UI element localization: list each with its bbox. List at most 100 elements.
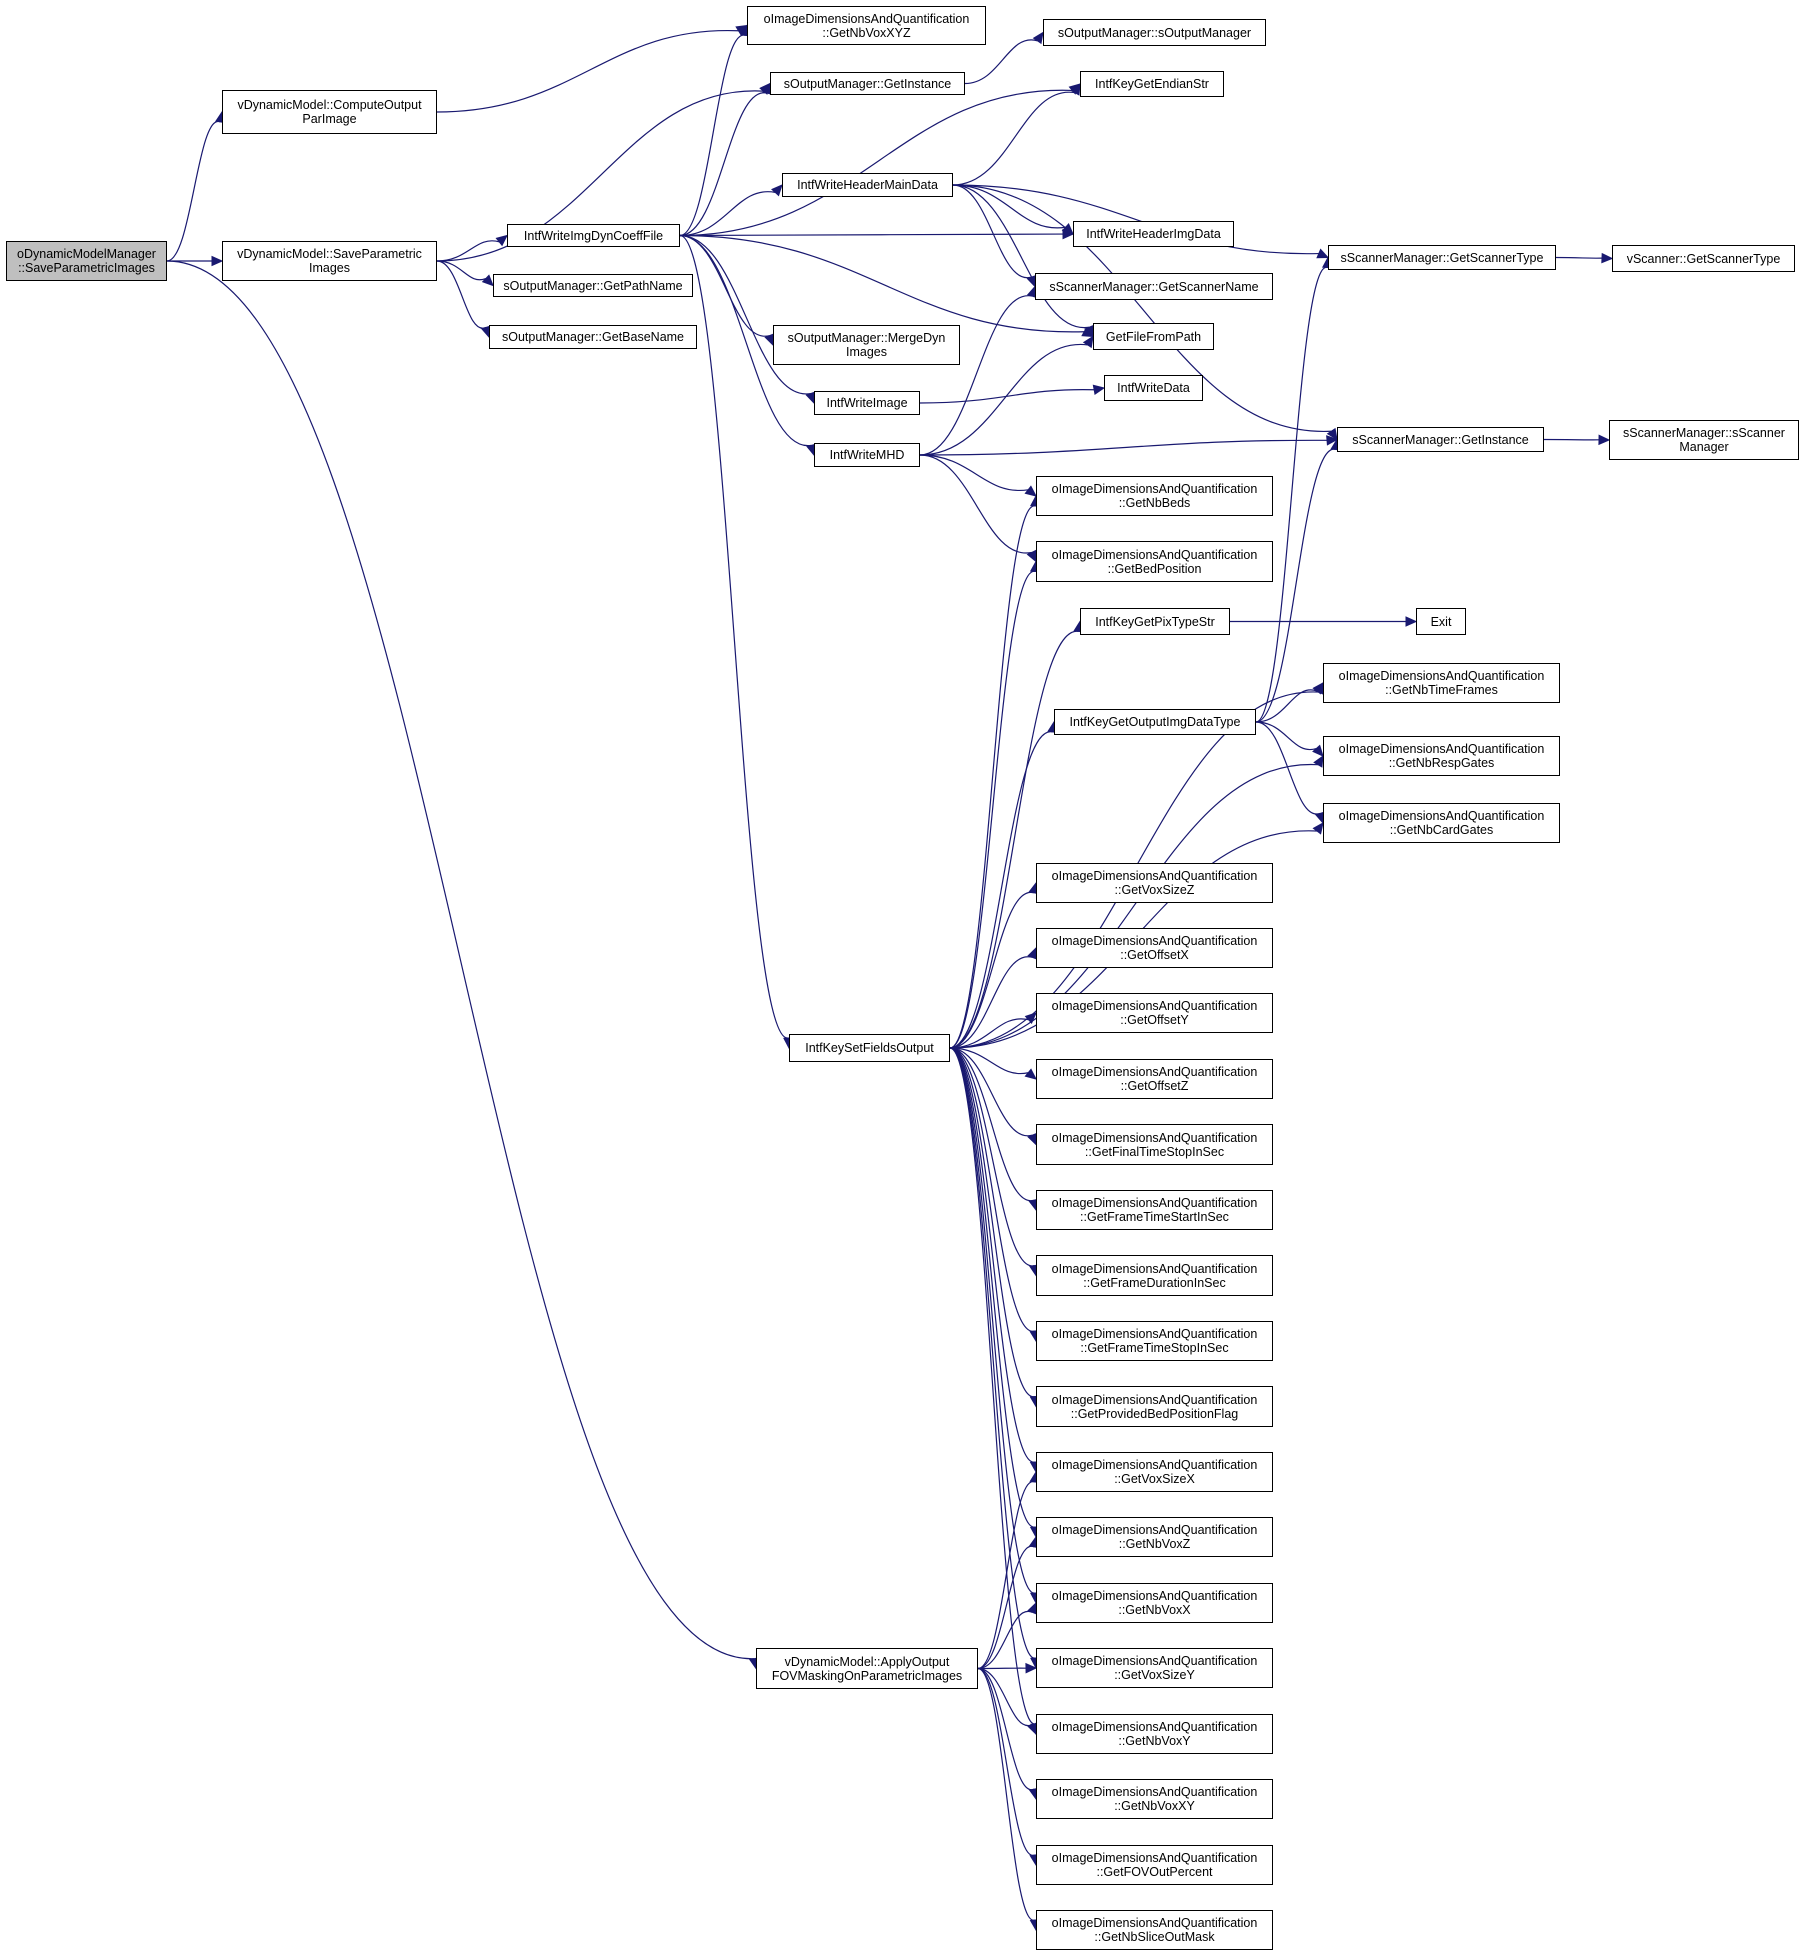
edge-setfields-to-nbvoxx	[949, 1047, 1036, 1594]
node-getfilefrompath[interactable]: GetFileFromPath	[1093, 323, 1214, 350]
node-root[interactable]: oDynamicModelManager::SaveParametricImag…	[6, 241, 167, 281]
node-scannertype[interactable]: sScannerManager::GetScannerType	[1328, 245, 1556, 270]
edge-writemhd-to-smgetinst	[919, 439, 1328, 456]
node-label: ::GetVoxSizeZ	[1114, 883, 1195, 897]
node-label: ::GetFrameTimeStartInSec	[1080, 1210, 1229, 1224]
node-pixtypestr[interactable]: IntfKeyGetPixTypeStr	[1080, 608, 1230, 635]
node-scannername[interactable]: sScannerManager::GetScannerName	[1035, 273, 1273, 300]
node-label: oImageDimensionsAndQuantification	[1051, 1916, 1258, 1930]
edge-hdrmain-to-smgetinst	[952, 184, 1332, 432]
edge-intfwriteimgdyn-to-nbvoxxyz	[679, 34, 746, 237]
node-writedata[interactable]: IntfWriteData	[1104, 375, 1203, 401]
node-nbcardgates[interactable]: oImageDimensionsAndQuantification::GetNb…	[1323, 803, 1560, 843]
edge-arrowhead	[1312, 822, 1324, 835]
node-voxsizey[interactable]: oImageDimensionsAndQuantification::GetVo…	[1036, 1648, 1273, 1688]
node-providedbed[interactable]: oImageDimensionsAndQuantification::GetPr…	[1036, 1386, 1273, 1427]
node-label: oImageDimensionsAndQuantification	[1051, 1327, 1258, 1341]
node-nbvoxxyz[interactable]: oImageDimensionsAndQuantification::GetNb…	[747, 6, 986, 45]
node-writeimage[interactable]: IntfWriteImage	[814, 391, 920, 415]
node-label: oImageDimensionsAndQuantification	[1051, 1654, 1258, 1668]
node-smgetinst[interactable]: sScannerManager::GetInstance	[1337, 427, 1544, 452]
node-offsety[interactable]: oImageDimensionsAndQuantification::GetOf…	[1036, 993, 1273, 1033]
edge-intfwriteimgdyn-to-setfields	[679, 234, 789, 1039]
edge-savepar-to-intfwriteimgdyn	[436, 240, 500, 262]
edge-setfields-to-frametimestart	[949, 1047, 1034, 1201]
node-exit[interactable]: Exit	[1416, 608, 1466, 635]
edge-arrowhead	[1025, 1662, 1038, 1674]
node-label: GetFileFromPath	[1105, 329, 1202, 344]
node-nbrespgates[interactable]: oImageDimensionsAndQuantification::GetNb…	[1323, 736, 1560, 776]
node-voxsizez[interactable]: oImageDimensionsAndQuantification::GetVo…	[1036, 863, 1273, 903]
node-label: oImageDimensionsAndQuantification	[1338, 809, 1545, 823]
edge-outimgdatatype-to-scannertype	[1255, 266, 1328, 723]
node-voxsizex[interactable]: oImageDimensionsAndQuantification::GetVo…	[1036, 1452, 1273, 1492]
edge-setfields-to-nbvoxy	[949, 1047, 1036, 1725]
node-label: ::GetNbVoxY	[1118, 1734, 1191, 1748]
node-label: vDynamicModel::ApplyOutput	[784, 1654, 950, 1669]
node-setfields[interactable]: IntfKeySetFieldsOutput	[789, 1034, 950, 1062]
node-label: sOutputManager::sOutputManager	[1057, 25, 1252, 40]
edge-arrowhead	[1598, 434, 1611, 446]
node-nbtimeframes[interactable]: oImageDimensionsAndQuantification::GetNb…	[1323, 663, 1560, 703]
node-label: oImageDimensionsAndQuantification	[1051, 1851, 1258, 1865]
edge-outimgdatatype-to-nbcardgates	[1255, 721, 1321, 815]
node-endianstr[interactable]: IntfKeyGetEndianStr	[1080, 71, 1224, 97]
node-label: IntfWriteData	[1117, 381, 1190, 395]
node-frametimestop[interactable]: oImageDimensionsAndQuantification::GetFr…	[1036, 1321, 1273, 1361]
node-nbvoxy[interactable]: oImageDimensionsAndQuantification::GetNb…	[1036, 1714, 1273, 1754]
node-omgetinst[interactable]: sOutputManager::GetInstance	[770, 72, 965, 95]
node-label: ::GetVoxSizeX	[1114, 1472, 1195, 1486]
node-label: Images	[846, 345, 887, 359]
node-hdrimg[interactable]: IntfWriteHeaderImgData	[1073, 221, 1234, 247]
node-label: IntfKeyGetOutputImgDataType	[1069, 715, 1241, 729]
node-label: oImageDimensionsAndQuantification	[1338, 669, 1545, 683]
node-label: ::GetNbCardGates	[1389, 823, 1494, 837]
node-offsetx[interactable]: oImageDimensionsAndQuantification::GetOf…	[1036, 928, 1273, 968]
edge-outimgdatatype-to-smgetinst	[1255, 448, 1336, 723]
node-frametimestart[interactable]: oImageDimensionsAndQuantification::GetFr…	[1036, 1190, 1273, 1230]
node-nbvoxx[interactable]: oImageDimensionsAndQuantification::GetNb…	[1036, 1583, 1273, 1623]
edge-intfwriteimgdyn-to-hdrimg	[679, 233, 1064, 237]
node-getbedpos[interactable]: oImageDimensionsAndQuantification::GetBe…	[1036, 541, 1273, 582]
node-nbvoxxy[interactable]: oImageDimensionsAndQuantification::GetNb…	[1036, 1779, 1273, 1819]
node-label: oImageDimensionsAndQuantification	[1051, 869, 1258, 883]
edge-setfields-to-offsety	[949, 1018, 1029, 1049]
node-label: Manager	[1679, 440, 1729, 454]
node-offsetz[interactable]: oImageDimensionsAndQuantification::GetOf…	[1036, 1059, 1273, 1099]
node-finaltimestop[interactable]: oImageDimensionsAndQuantification::GetFi…	[1036, 1124, 1273, 1165]
edge-hdrmain-to-hdrimg	[952, 184, 1066, 229]
edge-applyout-to-voxsizex	[977, 1481, 1035, 1670]
node-outimgdatatype[interactable]: IntfKeyGetOutputImgDataType	[1054, 709, 1256, 735]
edge-arrowhead	[1032, 31, 1044, 45]
edge-setfields-to-voxsizey	[949, 1047, 1036, 1659]
node-getpathname[interactable]: sOutputManager::GetPathName	[493, 274, 693, 297]
node-somctor[interactable]: sOutputManager::sOutputManager	[1043, 19, 1266, 46]
node-label: ::GetNbVoxXYZ	[822, 25, 911, 40]
edge-applyout-to-nbvoxx	[977, 1610, 1033, 1670]
node-label: ::GetNbBeds	[1118, 496, 1191, 510]
edge-setfields-to-nbvoxz	[949, 1047, 1036, 1528]
node-vscannertype[interactable]: vScanner::GetScannerType	[1612, 245, 1795, 272]
node-label: ParImage	[302, 112, 357, 126]
node-intfwriteimgdyn[interactable]: IntfWriteImgDynCoeffFile	[507, 224, 680, 247]
node-label: ::GetFrameTimeStopInSec	[1080, 1341, 1229, 1355]
node-label: oImageDimensionsAndQuantification	[1051, 1785, 1258, 1799]
node-hdrmain[interactable]: IntfWriteHeaderMainData	[782, 173, 953, 197]
edge-setfields-to-framedur	[949, 1047, 1035, 1267]
node-writemhd[interactable]: IntfWriteMHD	[814, 443, 920, 467]
node-nbsliceout[interactable]: oImageDimensionsAndQuantification::GetNb…	[1036, 1910, 1273, 1950]
edge-arrowhead	[1601, 252, 1614, 264]
node-fovout[interactable]: oImageDimensionsAndQuantification::GetFO…	[1036, 1845, 1273, 1885]
node-getnbbeds[interactable]: oImageDimensionsAndQuantification::GetNb…	[1036, 476, 1273, 516]
node-framedur[interactable]: oImageDimensionsAndQuantification::GetFr…	[1036, 1255, 1273, 1296]
node-getbasename[interactable]: sOutputManager::GetBaseName	[489, 325, 697, 349]
node-label: ::GetVoxSizeY	[1114, 1668, 1195, 1682]
node-nbvoxz[interactable]: oImageDimensionsAndQuantification::GetNb…	[1036, 1517, 1273, 1557]
node-label: sOutputManager::GetInstance	[783, 76, 952, 91]
edge-arrowhead	[481, 274, 494, 287]
